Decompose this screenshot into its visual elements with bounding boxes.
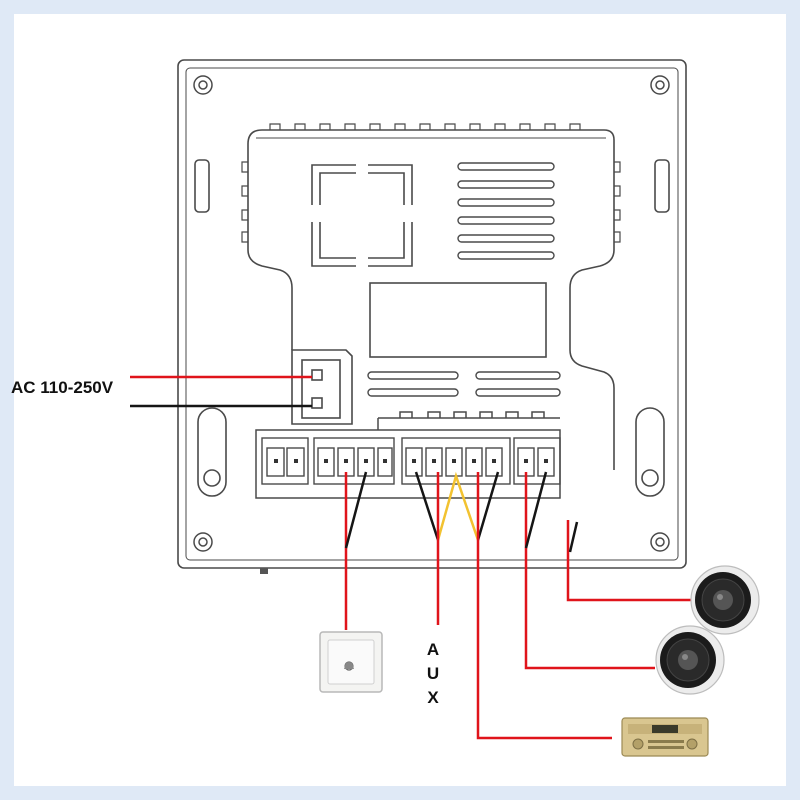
corner-brackets bbox=[311, 164, 413, 267]
aux-label-letter: X bbox=[427, 688, 439, 707]
aux-wires bbox=[414, 471, 612, 740]
av-receiver-icon bbox=[621, 717, 709, 757]
doorbell-button-icon bbox=[319, 631, 383, 693]
terminal-dots bbox=[274, 459, 548, 463]
aux-label-letter: U bbox=[426, 664, 440, 683]
doorbell-wires bbox=[344, 471, 368, 630]
vent-slots-lower bbox=[367, 371, 561, 397]
terminal-group-4 bbox=[513, 437, 561, 485]
display-window bbox=[369, 282, 547, 358]
vent-slots-upper bbox=[457, 162, 555, 260]
power-terminal-block bbox=[291, 349, 353, 425]
terminal-group-1 bbox=[261, 437, 309, 485]
terminal-group-3 bbox=[401, 437, 511, 485]
panel-bottom-tab bbox=[260, 568, 268, 574]
speaker-wires bbox=[524, 471, 697, 670]
ceiling-speaker-icon bbox=[655, 625, 725, 695]
panel-back-plate bbox=[177, 59, 687, 569]
corner-screws bbox=[193, 75, 670, 552]
terminal-strip-housing bbox=[255, 411, 561, 499]
ac-power-wires bbox=[130, 375, 312, 408]
aux-label-letter: A bbox=[426, 640, 440, 659]
ceiling-speaker-icon bbox=[690, 565, 760, 635]
pcb-housing bbox=[241, 123, 621, 470]
power-input-label: AC 110-250V bbox=[11, 378, 114, 397]
